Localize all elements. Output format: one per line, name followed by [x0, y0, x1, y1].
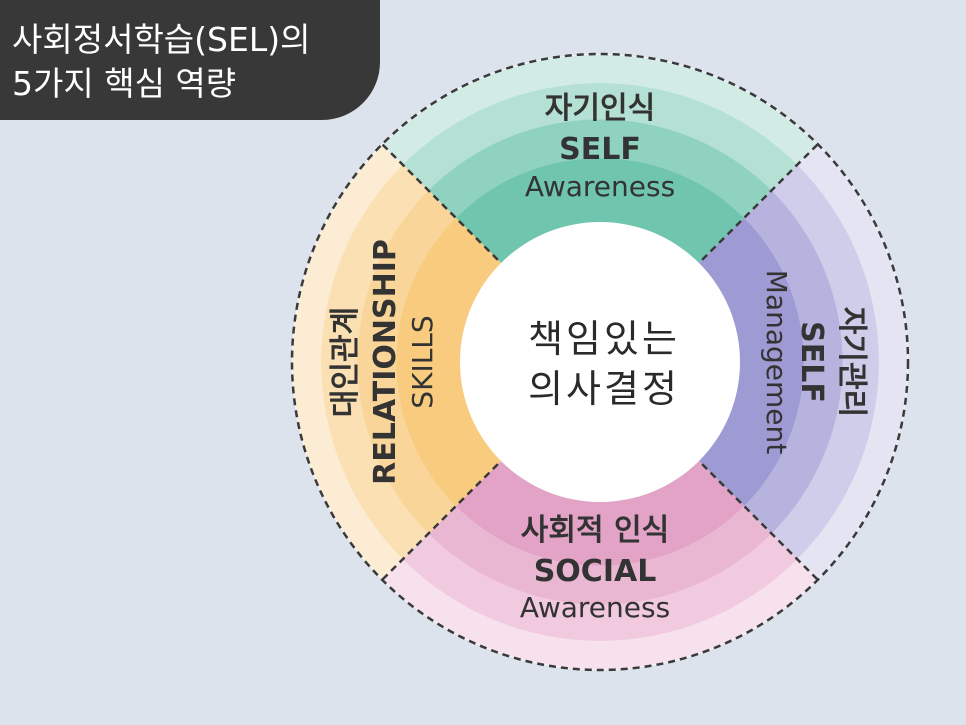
top-english-bold-label: SELF: [559, 132, 641, 167]
center-circle: [460, 222, 740, 502]
right-english-bold-label: SELF: [794, 321, 829, 403]
title-box: 사회정서학습(SEL)의 5가지 핵심 역량: [0, 0, 380, 120]
top-korean-label: 자기인식: [545, 91, 655, 126]
outer-dashed-border: [290, 52, 910, 672]
center-text-line-2: 의사결정: [528, 367, 680, 411]
top-english-light-label: Awareness: [525, 170, 675, 203]
divider-top-left: [381, 143, 511, 273]
divider-bottom-left: [381, 451, 511, 581]
bottom-korean-label: 사회적 인식: [521, 513, 669, 548]
title-line-1: 사회정서학습(SEL)의: [12, 20, 311, 59]
divider-bottom-right: [689, 451, 819, 581]
segment-self-awareness: [382, 54, 818, 272]
center-text-line-1: 책임있는: [528, 317, 680, 361]
bottom-english-bold-label: SOCIAL: [534, 554, 657, 589]
title-line-2: 5가지 핵심 역량: [12, 64, 237, 103]
right-english-light-label: Management: [760, 270, 793, 454]
left-korean-label: 대인관계: [328, 307, 363, 417]
left-english-light-label: SKILLS: [406, 315, 439, 408]
bottom-english-light-label: Awareness: [520, 591, 670, 624]
divider-top-right: [689, 143, 819, 273]
left-english-bold-label: RELATIONSHIP: [368, 239, 403, 485]
segment-social-awareness: [382, 452, 818, 670]
right-korean-label: 자기관리: [834, 307, 869, 417]
